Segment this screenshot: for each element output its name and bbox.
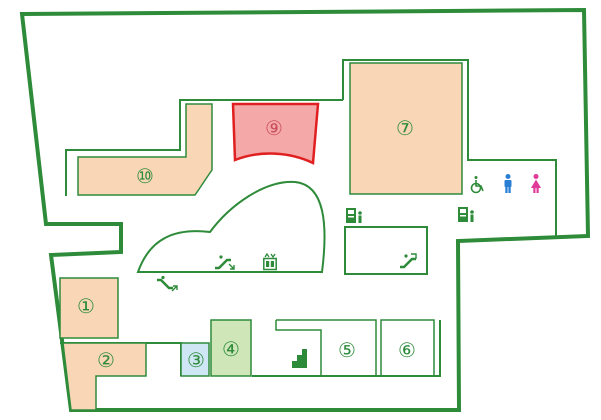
shop-1-label: ① <box>77 294 95 318</box>
shop-5[interactable] <box>275 319 377 376</box>
shop-10-label: ⑩ <box>136 164 154 188</box>
escalator-icon <box>157 275 178 292</box>
shop-2[interactable] <box>62 342 147 411</box>
shop-7-label: ⑦ <box>396 116 414 140</box>
female-restroom-icon <box>531 174 541 193</box>
central-island <box>136 180 326 273</box>
escalator-icon <box>215 255 235 270</box>
shop-4[interactable] <box>210 319 252 377</box>
shop-4-label: ④ <box>222 337 240 361</box>
inner-wall-bottom-row <box>252 320 441 377</box>
stairs-icon <box>292 349 307 368</box>
shop-10[interactable] <box>77 103 213 196</box>
vending-machine-icon <box>346 208 362 223</box>
elevator-icon <box>263 252 277 271</box>
male-restroom-icon <box>504 174 512 193</box>
vending-machine-icon <box>458 207 474 222</box>
shop-3-label: ③ <box>187 348 205 372</box>
shop-7[interactable] <box>349 62 463 195</box>
shop-9[interactable] <box>231 102 320 165</box>
shop-3[interactable] <box>180 342 210 377</box>
inner-wall-upper-left <box>65 99 343 196</box>
inner-wall-shop7 <box>342 59 557 236</box>
wheelchair-icon <box>470 176 484 194</box>
shop-6-label: ⑥ <box>398 338 416 362</box>
shop-9-label: ⑨ <box>265 116 283 140</box>
shop-1[interactable] <box>59 277 119 339</box>
shop-6[interactable] <box>380 319 435 377</box>
right-room <box>344 226 428 275</box>
escalator-icon <box>400 253 417 269</box>
shop-5-label: ⑤ <box>338 338 356 362</box>
shop-2-label: ② <box>97 348 115 372</box>
